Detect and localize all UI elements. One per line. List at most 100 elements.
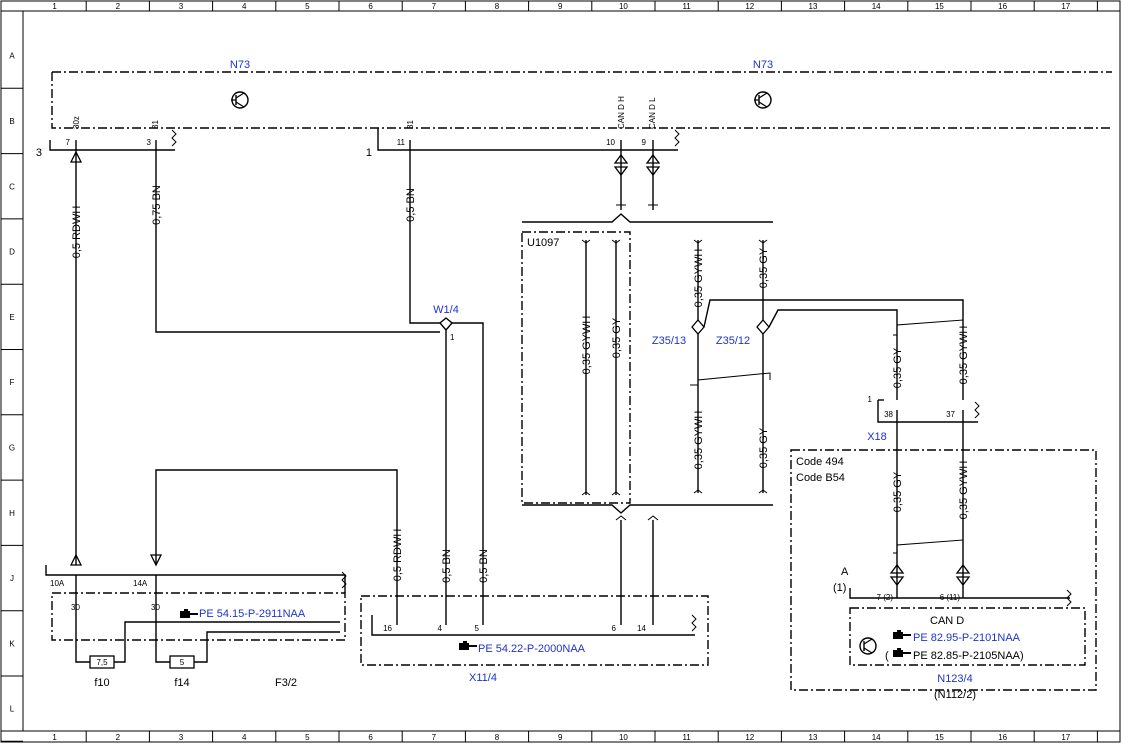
grid-row-label: D	[9, 248, 15, 257]
connector-1-label: 1	[366, 147, 372, 159]
grid-col-label: 7	[432, 733, 437, 742]
hand-pointer-icon	[893, 648, 911, 657]
grid-row-label: F	[10, 378, 15, 387]
x18-pin-1: 1	[868, 395, 873, 404]
transistor-icon	[231, 91, 249, 109]
u1097-wire-gywh: 0,35 GYWH	[581, 316, 593, 375]
x11-pin-14: 14	[637, 624, 646, 633]
fuse-f14-label: f14	[174, 677, 189, 689]
code-b54-label: Code B54	[796, 472, 845, 484]
z35-12-wire-upper: 0,35 GY	[758, 247, 770, 288]
fuse-pin-10a: 10A	[50, 579, 65, 588]
connector-3-label: 3	[36, 147, 42, 159]
grid-col-label: 4	[242, 733, 247, 742]
x18-pin-37: 37	[946, 410, 955, 419]
grid-col-label: 6	[368, 2, 373, 11]
grid-col-label: 1	[52, 2, 57, 11]
grid-col-label: 10	[619, 733, 628, 742]
grid-col-label: 5	[305, 2, 310, 11]
wire-0-5-rdwh: 0,5 RDWH	[71, 206, 83, 259]
grid-column-ticks: 1122334455667788991010111112121313141415…	[52, 1, 1098, 742]
fuse-f14-rating: 5	[180, 658, 185, 667]
grid-col-label: 7	[432, 2, 437, 11]
pin-7: 7	[66, 138, 71, 147]
grid-col-label: 4	[242, 2, 247, 11]
grid-col-label: 12	[745, 733, 754, 742]
hand-pointer-icon	[893, 630, 911, 639]
grid-col-label: 8	[495, 2, 500, 11]
n123-reference-2-paren: (	[885, 650, 889, 662]
n73-label-right: N73	[753, 59, 773, 71]
grid-col-label: 9	[558, 733, 563, 742]
wire-0-5-rdwh-bottom: 0,5 RDWH	[392, 529, 404, 582]
grid-col-label: 6	[368, 733, 373, 742]
grid-row-label: G	[9, 443, 15, 452]
n123-pin-7-2: 7 (2)	[877, 593, 894, 602]
module-icon	[859, 637, 877, 655]
wire-0-5-bn-bottom-2: 0,5 BN	[478, 549, 490, 583]
transistor-icon	[754, 91, 772, 109]
grid-col-label: 10	[619, 2, 628, 11]
wire-0-5-bn: 0,5 BN	[405, 188, 417, 222]
x11-4-reference[interactable]: PE 54.22-P-2000NAA	[478, 643, 586, 655]
pin-31b: 31	[406, 120, 415, 129]
right-wire-gywh-upper: 0,35 GYWH	[958, 326, 970, 385]
grid-row-label: K	[9, 639, 15, 648]
pin-3: 3	[147, 138, 152, 147]
x11-pin-16: 16	[383, 624, 392, 633]
pin-31a: 31	[151, 120, 160, 129]
grid-row-label: E	[9, 313, 14, 322]
fuse-f10-label: f10	[94, 677, 109, 689]
left-wires: 0,5 RDWH 0,75 BN 0,5 BN W1/4 1	[69, 140, 484, 625]
x18-pin-38: 38	[884, 410, 893, 419]
can-wires: U1097 0,35 GYWH 0,35 GY 0,35 GYWH 0,35 G…	[521, 140, 970, 625]
grid-row-label: C	[9, 182, 15, 191]
z35-12-wire-lower: 0,35 GY	[758, 427, 770, 468]
grid-col-label: 14	[872, 2, 881, 11]
grid-col-label: 17	[1061, 733, 1070, 742]
right-wire-gy-lower: 0,35 GY	[892, 471, 904, 512]
n123-pin-6-11: 6 (11)	[940, 593, 961, 602]
w1-4-label: W1/4	[433, 304, 459, 316]
z35-13-label: Z35/13	[652, 335, 686, 347]
hand-pointer-icon	[180, 609, 198, 618]
z35-13-wire-lower: 0,35 GYWH	[693, 411, 705, 470]
pin-30z: 30z	[72, 116, 81, 129]
grid-col-label: 3	[179, 2, 184, 11]
grid-col-label: 2	[116, 733, 121, 742]
u1097-label: U1097	[527, 237, 559, 249]
x18-connector: 1 38 37 X18	[867, 395, 980, 598]
n73-module: N73 N73 3 7 3 30z 31 1 11 10 9	[36, 59, 1112, 159]
wire-0-75-bn: 0,75 BN	[151, 185, 163, 225]
hand-pointer-icon	[459, 641, 477, 650]
grid-col-label: 15	[935, 733, 944, 742]
n123-reference-2[interactable]: PE 82.85-P-2105NAA)	[913, 650, 1024, 662]
x11-4-label: X11/4	[469, 672, 497, 684]
grid-col-label: 13	[809, 2, 818, 11]
grid-col-label: 2	[116, 2, 121, 11]
connector-a-label: A	[841, 566, 849, 578]
grid-col-label: 13	[809, 733, 818, 742]
grid-col-label: 3	[179, 733, 184, 742]
grid-col-label: 1	[52, 733, 57, 742]
z35-12-label: Z35/12	[716, 335, 750, 347]
f3-2-reference[interactable]: PE 54.15-P-2911NAA	[199, 608, 306, 620]
pin-can-d-l: CAN D L	[648, 97, 657, 129]
n123-4-label: N123/4	[937, 673, 972, 685]
pin-11: 11	[397, 138, 406, 147]
n123-4-module: Code 494 Code B54 0,35 GY 0,35 GYWH A (1…	[790, 449, 1097, 701]
u1097-wire-gy: 0,35 GY	[611, 317, 623, 358]
f3-2-label: F3/2	[275, 677, 297, 689]
grid-col-label: 9	[558, 2, 563, 11]
grid-row-label: B	[9, 117, 14, 126]
grid-col-label: 11	[682, 2, 691, 11]
n123-reference-1[interactable]: PE 82.95-P-2101NAA	[913, 632, 1021, 644]
x11-pin-6: 6	[612, 624, 617, 633]
grid-row-label: H	[9, 509, 15, 518]
fuse-f10-rating: 7,5	[96, 658, 108, 667]
grid-col-label: 11	[682, 733, 691, 742]
